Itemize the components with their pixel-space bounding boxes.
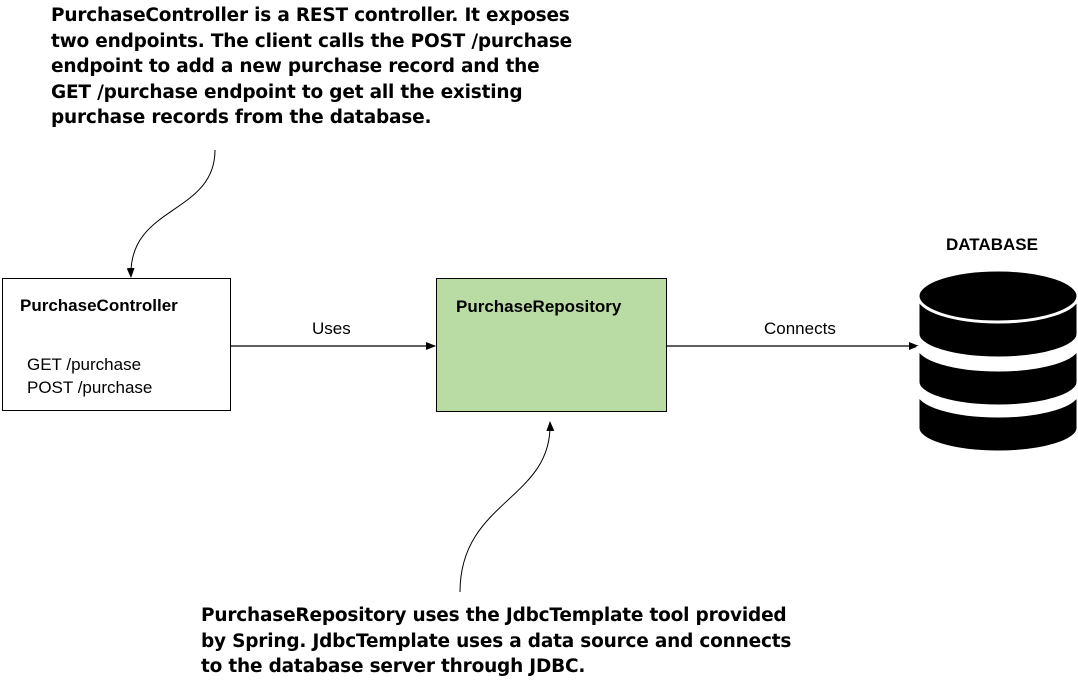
database-icon [916,268,1078,454]
annotation-line: two endpoints. The client calls the POST… [51,30,572,52]
annotation-line: purchase records from the database. [51,107,432,128]
annotation-line: to the database server through JDBC. [201,656,586,677]
database-label: DATABASE [946,235,1038,254]
annotation-line: PurchaseRepository uses the JdbcTemplate… [201,605,787,626]
endpoint-get: GET /purchase [27,355,142,374]
uses-label: Uses [312,319,351,338]
repository-annotation: PurchaseRepository uses the JdbcTemplate… [201,603,791,680]
controller-callout-arrow [126,149,216,278]
repository-callout-arrow [459,421,555,593]
annotation-line: PurchaseController is a REST controller.… [51,5,570,26]
purchase-repository-box: PurchaseRepository [436,278,667,412]
connects-label: Connects [764,319,836,338]
annotation-line: endpoint to add a new purchase record an… [51,56,540,77]
purchase-repository-title: PurchaseRepository [456,297,622,316]
annotation-line: by Spring. JdbcTemplate uses a data sour… [201,630,792,652]
purchase-controller-title: PurchaseController [20,296,178,315]
controller-annotation: PurchaseController is a REST controller.… [51,3,572,131]
purchase-controller-box: PurchaseController GET /purchase POST /p… [2,278,231,411]
annotation-line: GET /purchase endpoint to get all the ex… [51,81,523,103]
endpoint-post: POST /purchase [27,378,153,397]
